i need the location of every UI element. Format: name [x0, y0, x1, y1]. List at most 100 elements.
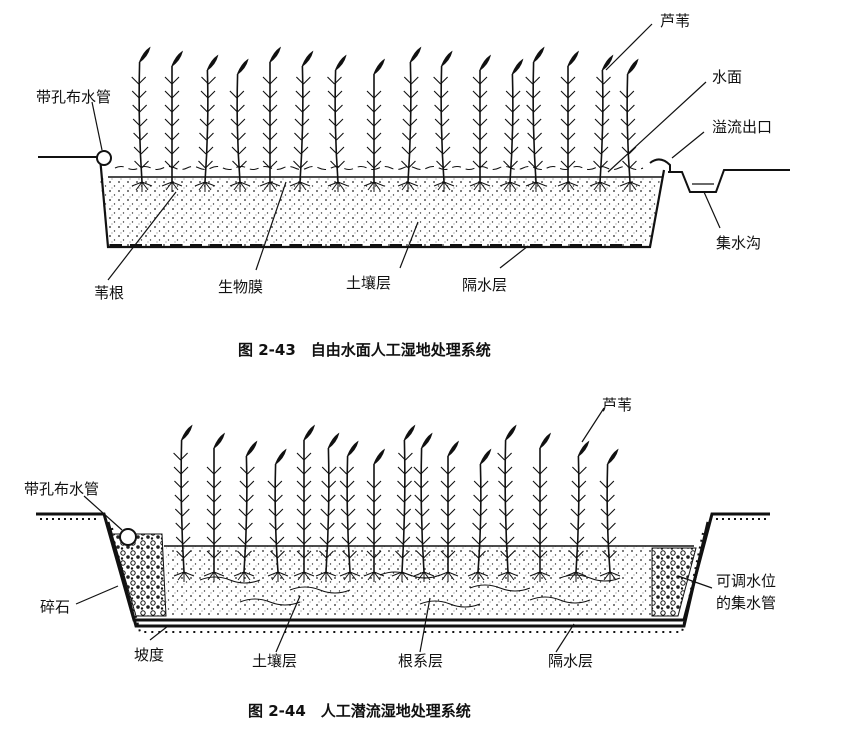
reed-plant	[327, 54, 347, 183]
reed-root-mark	[589, 181, 611, 192]
reed-root-mark	[194, 181, 216, 192]
reed-root-mark	[339, 571, 361, 582]
reed-plant	[560, 50, 579, 182]
reed-root-mark	[499, 181, 521, 192]
reed-root-mark	[599, 571, 621, 582]
reed-plant	[525, 46, 545, 183]
reed-plant	[366, 58, 385, 183]
reed-root-mark	[161, 181, 183, 192]
label-water-surface: 水面	[712, 68, 742, 86]
label-soil-layer-2: 土壤层	[252, 652, 297, 670]
reed-root-mark	[233, 571, 255, 582]
reed-plant	[569, 440, 590, 573]
leader-lines-2	[75, 407, 713, 653]
reed-plant	[440, 440, 459, 572]
reed-plant	[599, 448, 619, 573]
reed-plant	[471, 448, 492, 573]
reed-plant	[413, 432, 433, 573]
reed-root-mark	[363, 181, 385, 192]
reed-root-mark	[467, 571, 489, 582]
caption-figure-2-44: 图 2-44 人工潜流湿地处理系统	[248, 702, 471, 720]
reed-plant	[131, 46, 151, 183]
soil-layer-fill-2	[166, 546, 652, 616]
reed-plant	[433, 50, 453, 183]
reed-root-mark	[327, 181, 349, 192]
reed-plant	[401, 46, 422, 183]
reed-root-mark	[525, 181, 547, 192]
liner-outline	[106, 521, 710, 628]
reed-root-mark	[363, 571, 385, 582]
label-soil-layer-1: 土壤层	[346, 274, 391, 292]
reed-group-2	[173, 424, 621, 582]
reed-root-mark	[497, 571, 519, 582]
label-adjustable-pipe-line2: 的集水管	[716, 594, 776, 612]
reed-plant	[206, 432, 225, 572]
reed-root-mark	[469, 181, 491, 192]
reed-root-mark	[413, 571, 435, 582]
figure-subsurface-flow: 芦苇 带孔布水管 碎石 坡度 土壤层 根系层 隔水层 可调水位 的集水管 图 2…	[24, 396, 776, 720]
reed-plant	[619, 58, 639, 183]
reed-root-mark	[433, 181, 455, 192]
label-perforated-pipe-1: 带孔布水管	[36, 88, 111, 106]
label-root-layer: 根系层	[398, 652, 443, 670]
reed-plant	[262, 46, 281, 182]
water-wave-1	[114, 166, 644, 170]
reed-root-mark	[315, 571, 337, 582]
reed-plant	[229, 58, 249, 183]
caption-figure-2-43: 图 2-43 自由水面人工湿地处理系统	[238, 341, 491, 359]
label-impermeable-layer-1: 隔水层	[462, 276, 507, 294]
reed-plant	[267, 448, 287, 573]
label-slope: 坡度	[134, 646, 164, 664]
reed-plant	[395, 424, 416, 573]
reed-plant	[593, 54, 614, 183]
label-reed-1: 芦苇	[660, 12, 690, 30]
label-overflow-outlet: 溢流出口	[712, 118, 772, 136]
ground-line-right	[668, 169, 790, 193]
perforated-pipe-2	[119, 528, 137, 546]
leader-lines-1	[91, 23, 721, 281]
basin-outline	[98, 156, 666, 249]
reed-root-mark	[619, 181, 641, 192]
reed-plant	[366, 448, 385, 573]
reed-root-mark	[437, 571, 459, 582]
perforated-pipe	[96, 150, 112, 166]
reed-plant	[497, 424, 517, 573]
reed-group-1	[131, 46, 641, 192]
reed-root-mark	[259, 181, 281, 192]
overflow-outlet	[649, 158, 671, 171]
reed-plant	[532, 432, 551, 572]
label-reed-2: 芦苇	[602, 396, 632, 414]
reed-root-mark	[131, 181, 153, 192]
reed-plant	[237, 440, 258, 573]
figure-free-water-surface: 芦苇 水面 溢流出口 带孔布水管 集水沟 苇根 生物膜 土壤层 隔水层 图 2-…	[36, 12, 790, 359]
ground-line-left-2	[36, 512, 770, 622]
label-adjustable-pipe-line1: 可调水位	[716, 572, 776, 590]
reed-root-mark	[557, 181, 579, 192]
reed-root-mark	[173, 571, 195, 582]
reed-root-mark	[289, 181, 311, 192]
reed-plant	[319, 432, 340, 573]
reed-root-mark	[397, 181, 419, 192]
label-gravel: 碎石	[40, 598, 70, 616]
reed-plant	[503, 58, 524, 183]
label-impermeable-layer-2: 隔水层	[548, 652, 593, 670]
reed-plant	[173, 424, 193, 573]
liner-dots	[111, 527, 705, 633]
reed-plant	[164, 50, 183, 183]
reed-root-mark	[529, 571, 551, 582]
reed-plant	[472, 54, 491, 182]
reed-root-mark	[391, 571, 413, 582]
label-collection-ditch: 集水沟	[716, 234, 761, 252]
reed-root-mark	[203, 571, 225, 582]
reed-root-mark	[565, 571, 587, 582]
reed-plant	[296, 424, 315, 573]
label-perforated-pipe-2: 带孔布水管	[24, 480, 99, 498]
label-biofilm: 生物膜	[218, 278, 263, 296]
reed-root-mark	[229, 181, 251, 192]
reed-plant	[198, 54, 219, 183]
label-reed-root: 苇根	[94, 284, 124, 302]
reed-root-mark	[267, 571, 289, 582]
soil-layer-fill	[100, 178, 660, 247]
